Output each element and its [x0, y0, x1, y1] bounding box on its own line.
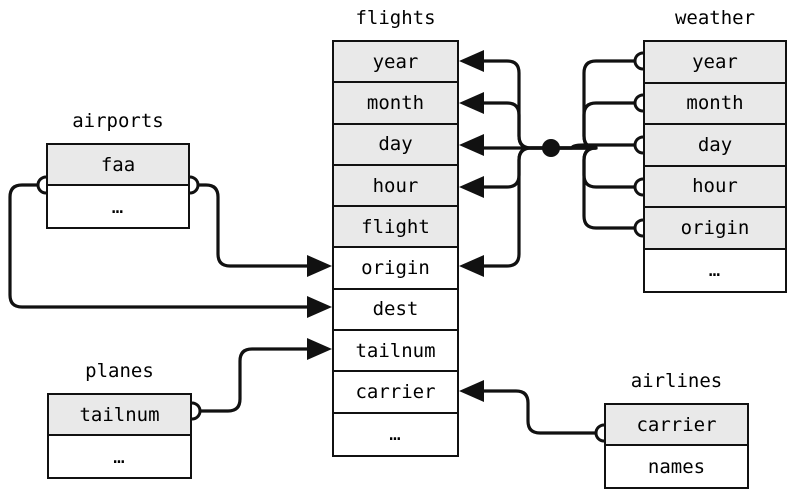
field-flights-flight[interactable]: flight: [334, 207, 457, 249]
field-flights-hour[interactable]: hour: [334, 165, 457, 208]
wire-planes-tailnum: [192, 347, 310, 413]
conn-circle-weather-year: [633, 51, 644, 71]
field-flights-year[interactable]: year: [334, 42, 457, 84]
field-airlines-carrier[interactable]: carrier: [606, 405, 747, 446]
field-airports-more[interactable]: …: [48, 186, 188, 227]
field-flights-tailnum[interactable]: tailnum: [334, 331, 457, 373]
arrow-flights-tailnum: [307, 338, 332, 360]
wire-flights-month-in: [474, 101, 551, 150]
field-weather-more[interactable]: …: [645, 249, 785, 291]
table-flights-box: year month day hour flight origin dest t…: [332, 40, 459, 457]
field-planes-tailnum[interactable]: tailnum: [49, 395, 190, 436]
field-airlines-names[interactable]: names: [606, 446, 747, 487]
table-flights-title: flights: [355, 7, 436, 29]
junction-dot: [542, 139, 560, 157]
field-flights-origin[interactable]: origin: [334, 248, 457, 290]
wire-flights-origin-in: [474, 146, 551, 268]
wire-weather-month: [551, 101, 643, 150]
wire-airlines-carrier: [474, 389, 604, 435]
field-weather-year[interactable]: year: [645, 42, 785, 84]
wire-weather-origin: [551, 146, 643, 230]
table-airlines-box: carrier names: [604, 403, 749, 489]
table-planes-box: tailnum …: [47, 393, 192, 479]
field-weather-origin[interactable]: origin: [645, 208, 785, 250]
wire-airports-dest: [8, 183, 310, 309]
table-airports-box: faa …: [46, 143, 190, 229]
conn-circle-airlines-carrier: [594, 423, 605, 443]
arrow-flights-year: [459, 50, 484, 72]
table-weather-title: weather: [674, 7, 756, 29]
arrow-flights-month: [459, 92, 484, 114]
wire-flights-hour-in: [474, 146, 551, 189]
arrow-flights-origin-left: [307, 255, 332, 277]
field-weather-day[interactable]: day: [645, 125, 785, 167]
wire-airports-origin: [190, 183, 310, 268]
field-weather-hour[interactable]: hour: [645, 166, 785, 208]
field-flights-carrier[interactable]: carrier: [334, 372, 457, 414]
field-planes-more[interactable]: …: [49, 436, 190, 477]
field-weather-month[interactable]: month: [645, 83, 785, 125]
conn-circle-weather-day: [633, 135, 644, 155]
field-flights-more[interactable]: …: [334, 413, 457, 455]
wire-weather-hour: [551, 146, 643, 189]
arrow-flights-dest: [307, 296, 332, 318]
field-flights-month[interactable]: month: [334, 83, 457, 125]
conn-circle-planes-tailnum: [191, 401, 202, 421]
conn-circle-weather-origin: [633, 218, 644, 238]
conn-circle-weather-month: [633, 93, 644, 113]
arrow-flights-day: [459, 134, 484, 156]
table-airports-title: airports: [72, 110, 164, 132]
table-weather-box: year month day hour origin …: [643, 40, 787, 293]
field-airports-faa[interactable]: faa: [48, 145, 188, 186]
conn-circle-airports-right: [189, 175, 200, 195]
field-flights-day[interactable]: day: [334, 124, 457, 166]
arrow-flights-carrier: [459, 380, 484, 402]
arrow-flights-origin-right: [459, 255, 484, 277]
arrow-flights-hour: [459, 176, 484, 198]
table-airlines-title: airlines: [630, 370, 723, 392]
conn-circle-airports-left: [36, 175, 47, 195]
table-planes-title: planes: [85, 360, 154, 382]
field-flights-dest[interactable]: dest: [334, 289, 457, 332]
conn-circle-weather-hour: [633, 177, 644, 197]
